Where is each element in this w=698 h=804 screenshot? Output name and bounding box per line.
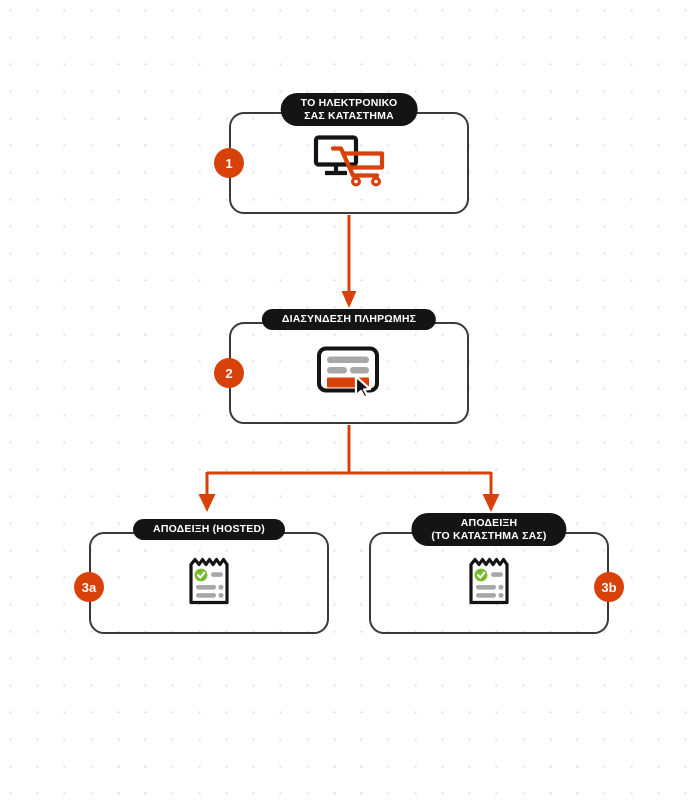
node-title-online-store: ΤΟ ΗΛΕΚΤΡΟΝΙΚΟ ΣΑΣ ΚΑΤΑΣΤΗΜΑ <box>280 93 418 126</box>
step-badge-2: 2 <box>214 358 244 388</box>
node-title-receipt-own-store: ΑΠΟΔΕΙΞΗ (ΤΟ ΚΑΤΑΣΤΗΜΑ ΣΑΣ) <box>411 513 567 546</box>
step-badge-1: 1 <box>214 148 244 178</box>
step-badge-3a: 3a <box>74 572 104 602</box>
node-payment-gateway[interactable]: ΔΙΑΣΥΝΔΕΣΗ ΠΛΗΡΩΜΗΣ <box>229 309 469 424</box>
receipt-check-icon <box>186 555 232 612</box>
connector-gateway-split <box>198 425 500 512</box>
credit-card-cursor-icon <box>316 345 382 402</box>
node-receipt-hosted[interactable]: ΑΠΟΔΕΙΞΗ (HOSTED) <box>89 519 329 634</box>
monitor-shopping-cart-icon <box>313 135 385 192</box>
node-online-store[interactable]: ΤΟ ΗΛΕΚΤΡΟΝΙΚΟ ΣΑΣ ΚΑΤΑΣΤΗΜΑ <box>229 93 469 214</box>
node-receipt-own-store[interactable]: ΑΠΟΔΕΙΞΗ (ΤΟ ΚΑΤΑΣΤΗΜΑ ΣΑΣ) <box>369 513 609 634</box>
node-title-payment-gateway: ΔΙΑΣΥΝΔΕΣΗ ΠΛΗΡΩΜΗΣ <box>261 309 437 330</box>
receipt-check-icon <box>466 555 512 612</box>
node-title-receipt-hosted: ΑΠΟΔΕΙΞΗ (HOSTED) <box>133 519 285 540</box>
connector-store-to-gateway <box>341 215 357 308</box>
step-badge-3b: 3b <box>594 572 624 602</box>
